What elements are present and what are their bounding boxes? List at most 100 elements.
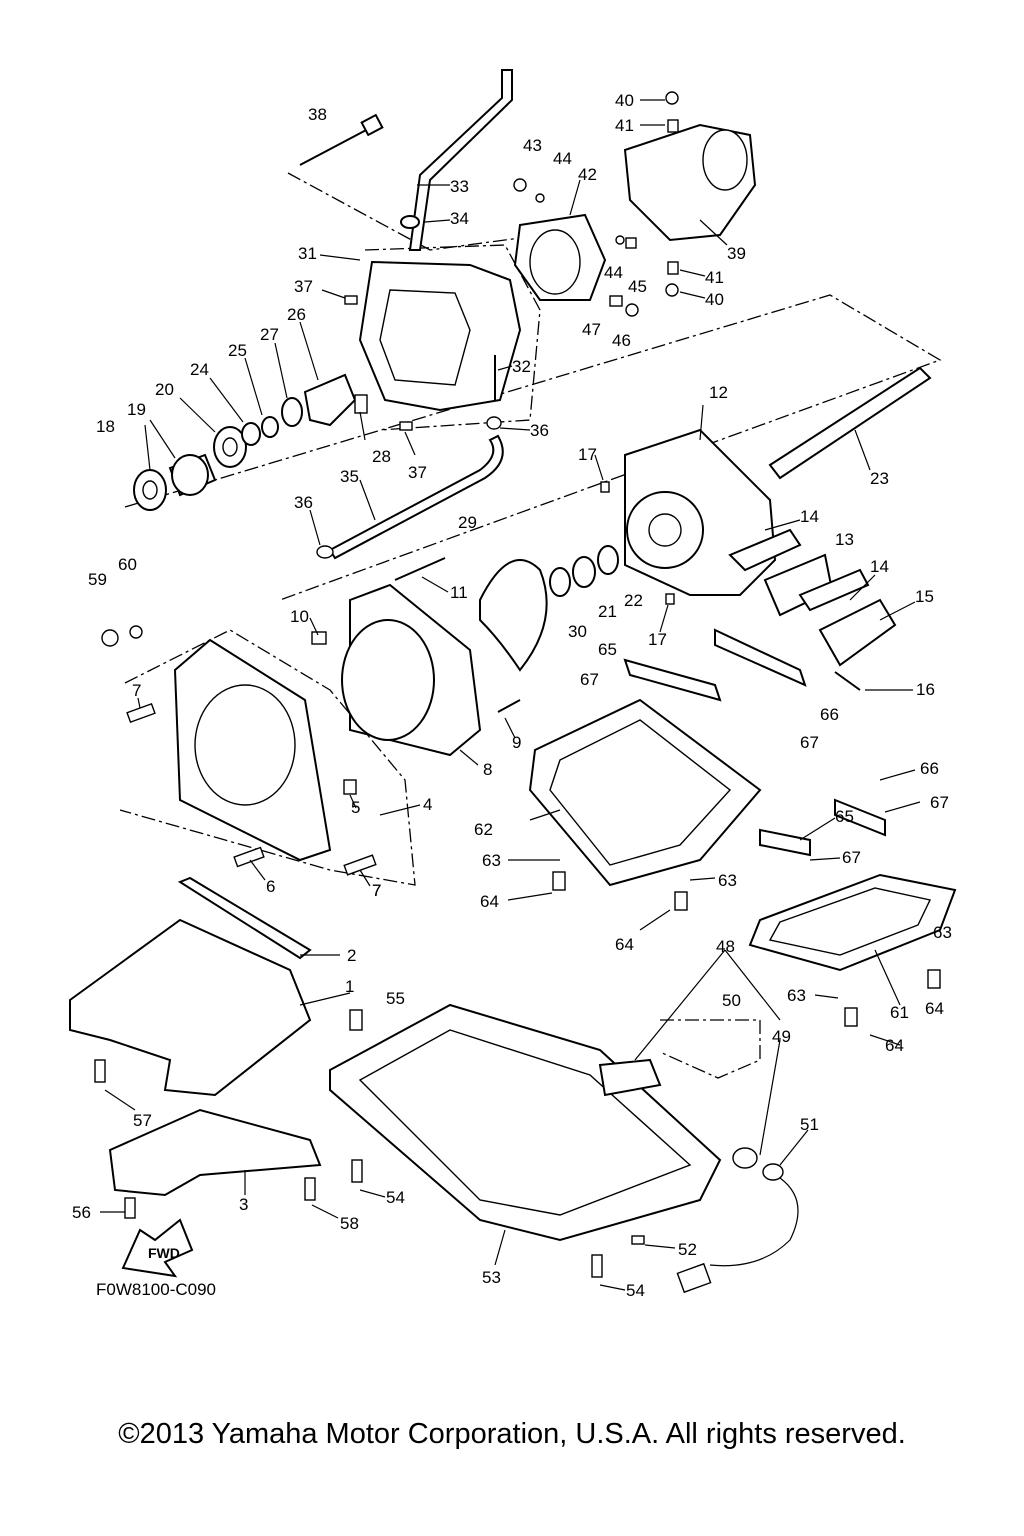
callout-66b: 66 xyxy=(920,759,939,778)
group-outline-sensor xyxy=(659,1019,761,1079)
hull-plate-53 xyxy=(329,1003,722,1242)
callout-4: 4 xyxy=(423,795,432,814)
callout-64c: 64 xyxy=(885,1036,904,1055)
callout-54b: 54 xyxy=(626,1281,645,1300)
bolts-11-16-17 xyxy=(394,481,861,691)
cover-13-14-15 xyxy=(728,528,897,667)
callout-37b: 37 xyxy=(408,463,427,482)
callout-53: 53 xyxy=(482,1268,501,1287)
callout-64d: 64 xyxy=(925,999,944,1018)
callout-58: 58 xyxy=(340,1214,359,1233)
callout-63c: 63 xyxy=(787,986,806,1005)
callout-57: 57 xyxy=(133,1111,152,1130)
callout-51: 51 xyxy=(800,1115,819,1134)
bolt-38 xyxy=(299,113,384,166)
ring-25 xyxy=(261,416,279,438)
callout-19: 19 xyxy=(127,400,146,419)
callout-47: 47 xyxy=(582,320,601,339)
callout-30: 30 xyxy=(568,622,587,641)
callout-1: 1 xyxy=(345,977,354,996)
nozzle-ring-42 xyxy=(513,213,607,301)
callout-7a: 7 xyxy=(372,881,381,900)
callout-46: 46 xyxy=(612,331,631,350)
sensor-48-51 xyxy=(598,1058,799,1294)
callout-40a: 40 xyxy=(615,91,634,110)
callout-12: 12 xyxy=(709,383,728,402)
callout-21: 21 xyxy=(598,602,617,621)
callout-63d: 63 xyxy=(933,923,952,942)
callout-45: 45 xyxy=(628,277,647,296)
plate-4 xyxy=(173,638,332,862)
sleeve-19 xyxy=(168,453,217,497)
ride-plate-61 xyxy=(748,873,957,972)
nozzle-39 xyxy=(623,123,757,242)
cap-26 xyxy=(303,373,357,427)
callout-56: 56 xyxy=(72,1203,91,1222)
nozzle-housing-31 xyxy=(358,260,522,412)
callout-13: 13 xyxy=(835,530,854,549)
callout-67b: 67 xyxy=(800,733,819,752)
callout-41b: 41 xyxy=(705,268,724,287)
callout-44b: 44 xyxy=(604,263,623,282)
intake-grate-1 xyxy=(69,918,312,1097)
callout-39: 39 xyxy=(727,244,746,263)
callout-36b: 36 xyxy=(294,493,313,512)
callout-49: 49 xyxy=(772,1027,791,1046)
callout-6: 6 xyxy=(266,877,275,896)
callout-14a: 14 xyxy=(800,507,819,526)
callout-41a: 41 xyxy=(615,116,634,135)
callout-2: 2 xyxy=(347,946,356,965)
pins-5-6-7-9-10 xyxy=(101,625,521,876)
callout-29: 29 xyxy=(458,513,477,532)
callout-38: 38 xyxy=(308,105,327,124)
callout-64b: 64 xyxy=(615,935,634,954)
callout-15: 15 xyxy=(915,587,934,606)
callout-27: 27 xyxy=(260,325,279,344)
copyright-notice: ©2013 Yamaha Motor Corporation, U.S.A. A… xyxy=(118,1418,906,1450)
callout-40b: 40 xyxy=(705,290,724,309)
callout-22: 22 xyxy=(624,591,643,610)
callout-24: 24 xyxy=(190,360,209,379)
callout-54a: 54 xyxy=(386,1188,405,1207)
grate-2 xyxy=(177,876,312,960)
spacer-24 xyxy=(241,422,261,446)
small-parts-upper xyxy=(344,91,679,431)
callout-64a: 64 xyxy=(480,892,499,911)
bearing-18 xyxy=(133,469,167,511)
callout-61: 61 xyxy=(890,1003,909,1022)
callout-25: 25 xyxy=(228,341,247,360)
callout-62: 62 xyxy=(474,820,493,839)
seals-21-22-30 xyxy=(549,545,619,597)
hose-35 xyxy=(316,434,504,560)
callout-48: 48 xyxy=(716,937,735,956)
callout-20: 20 xyxy=(155,380,174,399)
callout-66a: 66 xyxy=(820,705,839,724)
callout-10: 10 xyxy=(290,607,309,626)
callout-52: 52 xyxy=(678,1240,697,1259)
callout-65b: 65 xyxy=(835,807,854,826)
callout-67c: 67 xyxy=(930,793,949,812)
callout-60: 60 xyxy=(118,555,137,574)
callout-7b: 7 xyxy=(132,681,141,700)
callout-9: 9 xyxy=(512,733,521,752)
o-ring-27 xyxy=(281,397,303,427)
callout-34: 34 xyxy=(450,209,469,228)
callout-67a: 67 xyxy=(580,670,599,689)
bearing-20 xyxy=(213,426,247,468)
callout-18: 18 xyxy=(96,417,115,436)
leader-lines xyxy=(100,99,921,1291)
callout-35: 35 xyxy=(340,467,359,486)
callout-17b: 17 xyxy=(648,630,667,649)
callout-59: 59 xyxy=(88,570,107,589)
callout-3: 3 xyxy=(239,1195,248,1214)
group-outline-nozzle xyxy=(364,244,541,431)
callout-11: 11 xyxy=(450,583,468,602)
duct-8 xyxy=(341,583,482,757)
bolts-54-55-56-57-58-52 xyxy=(94,1009,645,1278)
callout-labels: 1 2 3 4 5 6 7 7 7 8 9 10 11 12 13 14 14 … xyxy=(72,91,952,1300)
callout-23: 23 xyxy=(870,469,889,488)
diagram-code: F0W8100-C090 xyxy=(96,1280,217,1299)
callout-32: 32 xyxy=(512,357,531,376)
callout-26: 26 xyxy=(287,305,306,324)
